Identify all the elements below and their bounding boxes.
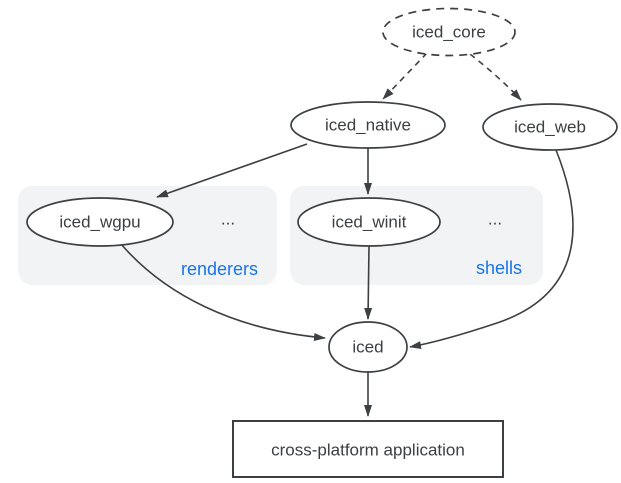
edge-iced-wgpu-to-iced [120,243,326,342]
node-iced: iced [328,321,408,373]
iced-wgpu-ellipse [26,197,174,247]
node-iced-web: iced_web [482,103,618,151]
iced-winit-ellipse [297,197,441,247]
iced-native-ellipse [290,101,446,149]
iced-web-ellipse [482,103,618,151]
shells-group-label: shells [476,258,522,278]
iced-label: iced [352,338,383,357]
node-iced-winit: iced_winit [297,197,441,247]
iced-winit-label: iced_winit [332,213,407,232]
iced-core-label: iced_core [412,23,486,42]
shells-ellipsis: ... [488,210,502,229]
edge-iced-core-to-iced-native [382,52,428,100]
node-iced-native: iced_native [290,101,446,149]
iced-native-label: iced_native [325,116,411,135]
iced-core-ellipse [382,7,516,57]
node-cross-platform-application: cross-platform application [232,420,504,478]
iced-web-label: iced_web [514,118,586,137]
edge-iced-native-to-iced-wgpu [156,143,308,198]
application-box [232,420,504,478]
renderers-group-label: renderers [181,259,258,279]
node-iced-core: iced_core [382,7,516,57]
iced-ellipse [328,321,408,373]
edge-iced-winit-to-iced [364,245,373,320]
application-label: cross-platform application [271,441,465,460]
edge-iced-web-to-iced [409,149,574,349]
edge-iced-core-to-iced-web [469,53,522,101]
iced-wgpu-label: iced_wgpu [59,213,140,232]
node-iced-wgpu: iced_wgpu [26,197,174,247]
renderers-ellipsis: ... [221,210,235,229]
